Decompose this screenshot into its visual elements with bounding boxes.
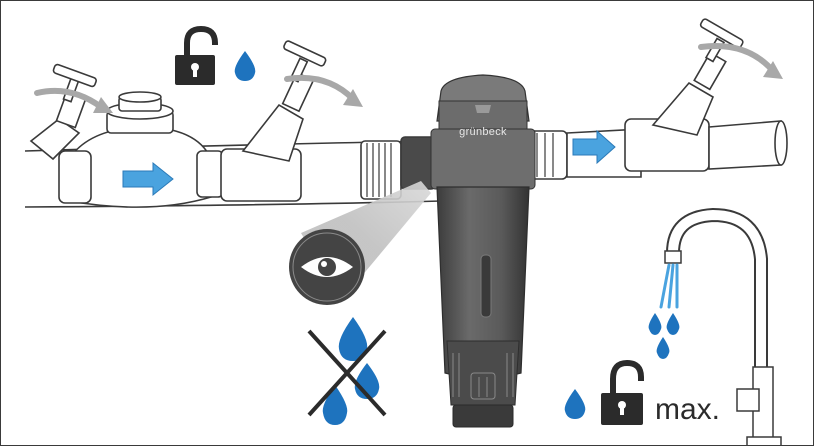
left-rotate-arrow (34, 87, 104, 110)
right-pipe-assembly (520, 18, 788, 180)
brand-label: grünbeck (459, 126, 507, 138)
bottom-unlocked-padlock-icon (601, 359, 644, 425)
max-label: max. (655, 393, 720, 426)
faucet-water-drops (648, 313, 680, 359)
left-pipe-assembly (24, 40, 442, 209)
faucet-water-stream (659, 263, 679, 309)
filter-unit: grünbeck (430, 74, 536, 428)
middle-valve (220, 40, 327, 202)
bottom-water-drop-icon (564, 389, 586, 419)
middle-rotate-arrow (284, 74, 356, 102)
eye-inspection-icon (289, 229, 365, 305)
right-valve (624, 18, 744, 172)
water-meter (58, 91, 224, 208)
faucet-icon (664, 207, 782, 445)
top-water-drop-icon (234, 51, 256, 81)
right-rotate-arrow (698, 43, 776, 74)
left-flow-arrow (122, 161, 174, 197)
top-unlocked-padlock-icon (175, 25, 218, 85)
right-flow-arrow (572, 129, 616, 165)
crossed-water-drops-icon (307, 317, 387, 425)
